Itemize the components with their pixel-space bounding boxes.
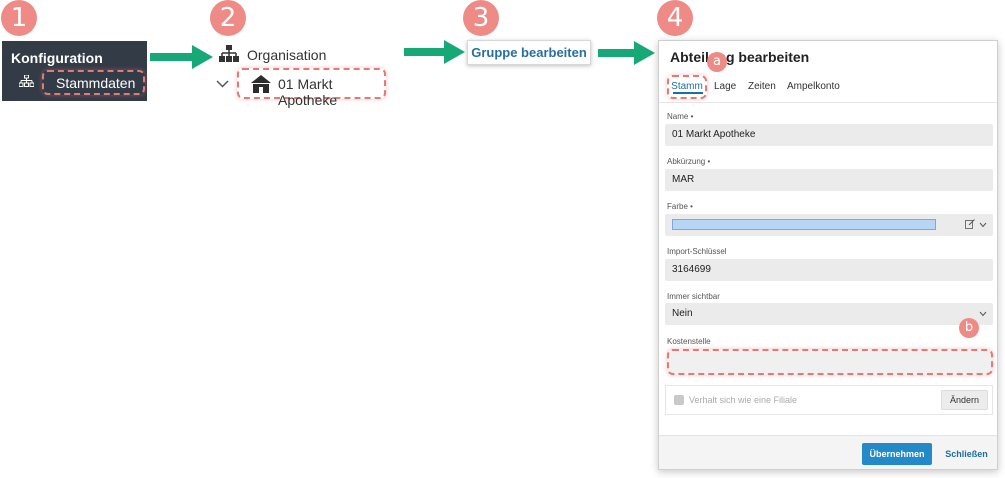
- edit-department-dialog: Abteilung bearbeiten Stamm Lage Zeiten A…: [658, 40, 998, 470]
- edit-icon[interactable]: [965, 219, 975, 229]
- cost-center-field[interactable]: [667, 349, 993, 375]
- marker-b-badge: b: [959, 318, 979, 338]
- tree-item-markt-apotheke[interactable]: 01 Markt Apotheke: [237, 68, 386, 108]
- tab-zeiten[interactable]: Zeiten: [748, 81, 776, 92]
- change-button[interactable]: Ändern: [941, 390, 988, 410]
- dialog-title: Abteilung bearbeiten: [670, 49, 810, 65]
- field-label-name: Name •: [667, 112, 694, 121]
- select-value: Nein: [672, 308, 693, 319]
- arrow-right-icon: [150, 45, 213, 69]
- field-label-import: Import-Schlüssel: [667, 247, 727, 256]
- edit-group-button[interactable]: Gruppe bearbeiten: [467, 40, 591, 65]
- arrow-right-icon: [598, 41, 655, 65]
- field-label-farbe: Farbe •: [667, 202, 693, 211]
- color-swatch: [672, 219, 936, 230]
- always-visible-select[interactable]: Nein: [665, 303, 993, 325]
- step-2-badge: 2: [210, 0, 246, 36]
- org-chart-icon: [219, 45, 239, 62]
- sidebar-item-stammdaten[interactable]: Stammdaten: [42, 70, 145, 95]
- active-tab-indicator: [673, 92, 703, 94]
- apply-button[interactable]: Übernehmen: [862, 443, 932, 465]
- step-4-badge: 4: [657, 0, 693, 36]
- house-icon: [251, 75, 271, 93]
- field-label-kostenstelle: Kostenstelle: [667, 337, 711, 346]
- chevron-down-icon: [979, 311, 987, 317]
- name-field[interactable]: 01 Markt Apotheke: [665, 124, 993, 146]
- tree-root-label[interactable]: Organisation: [247, 47, 327, 63]
- tab-label: Stamm: [671, 81, 703, 92]
- sidebar-title: Konfiguration: [11, 50, 103, 66]
- abbreviation-field[interactable]: MAR: [665, 169, 993, 191]
- org-chart-icon: [19, 75, 34, 87]
- tab-divider: [659, 102, 997, 103]
- color-picker-field[interactable]: [665, 214, 993, 236]
- import-key-field[interactable]: 3164699: [665, 259, 993, 281]
- close-button[interactable]: Schließen: [945, 449, 988, 459]
- chevron-down-icon[interactable]: [216, 80, 229, 88]
- arrow-right-icon: [404, 40, 465, 64]
- tree-item-label: 01 Markt Apotheke: [278, 76, 338, 108]
- step-1-badge: 1: [1, 0, 37, 36]
- configuration-sidebar: Konfiguration Stammdaten: [2, 41, 147, 101]
- field-label-sichtbar: Immer sichtbar: [667, 292, 720, 301]
- dialog-footer: Übernehmen Schließen: [659, 435, 997, 469]
- branch-checkbox-label: Verhalt sich wie eine Filiale: [689, 395, 798, 405]
- tab-ampelkonto[interactable]: Ampelkonto: [787, 81, 840, 92]
- tab-stamm[interactable]: Stamm: [667, 75, 707, 99]
- sidebar-item-label: Stammdaten: [56, 75, 136, 91]
- branch-option-row: Verhalt sich wie eine Filiale Ändern: [665, 385, 993, 415]
- branch-checkbox[interactable]: [674, 395, 684, 405]
- tab-lage[interactable]: Lage: [714, 81, 737, 92]
- marker-a-badge: a: [707, 52, 727, 72]
- step-3-badge: 3: [463, 0, 499, 36]
- chevron-down-icon[interactable]: [979, 222, 987, 228]
- field-label-abkuerzung: Abkürzung •: [667, 157, 711, 166]
